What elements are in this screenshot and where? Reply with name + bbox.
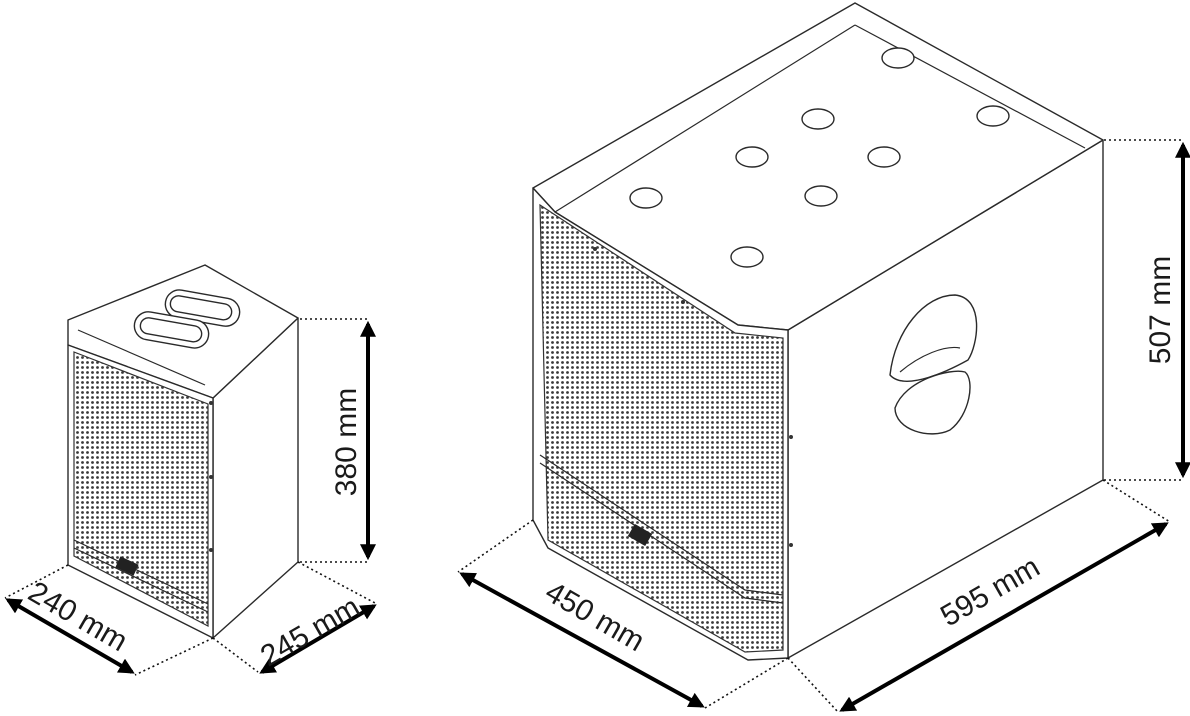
small-depth-label: 245 mm bbox=[255, 590, 365, 673]
small-speaker bbox=[67, 264, 299, 639]
small-speaker-grille bbox=[73, 351, 209, 627]
sub-width-arrow bbox=[459, 572, 705, 708]
small-width-arrow bbox=[5, 598, 135, 674]
sub-depth-arrow bbox=[839, 522, 1169, 712]
subwoofer bbox=[532, 2, 1104, 661]
subwoofer-side-handle-icon bbox=[889, 294, 978, 435]
small-depth-arrow bbox=[259, 604, 377, 674]
sub-height-label: 507 mm bbox=[1144, 256, 1177, 364]
small-speaker-handle-icon bbox=[133, 289, 241, 349]
small-speaker-logo-badge bbox=[115, 556, 139, 576]
subwoofer-grille bbox=[539, 203, 784, 653]
subwoofer-logo-badge bbox=[627, 523, 653, 547]
small-height-label: 380 mm bbox=[330, 388, 363, 496]
subwoofer-port-holes bbox=[629, 47, 1010, 268]
